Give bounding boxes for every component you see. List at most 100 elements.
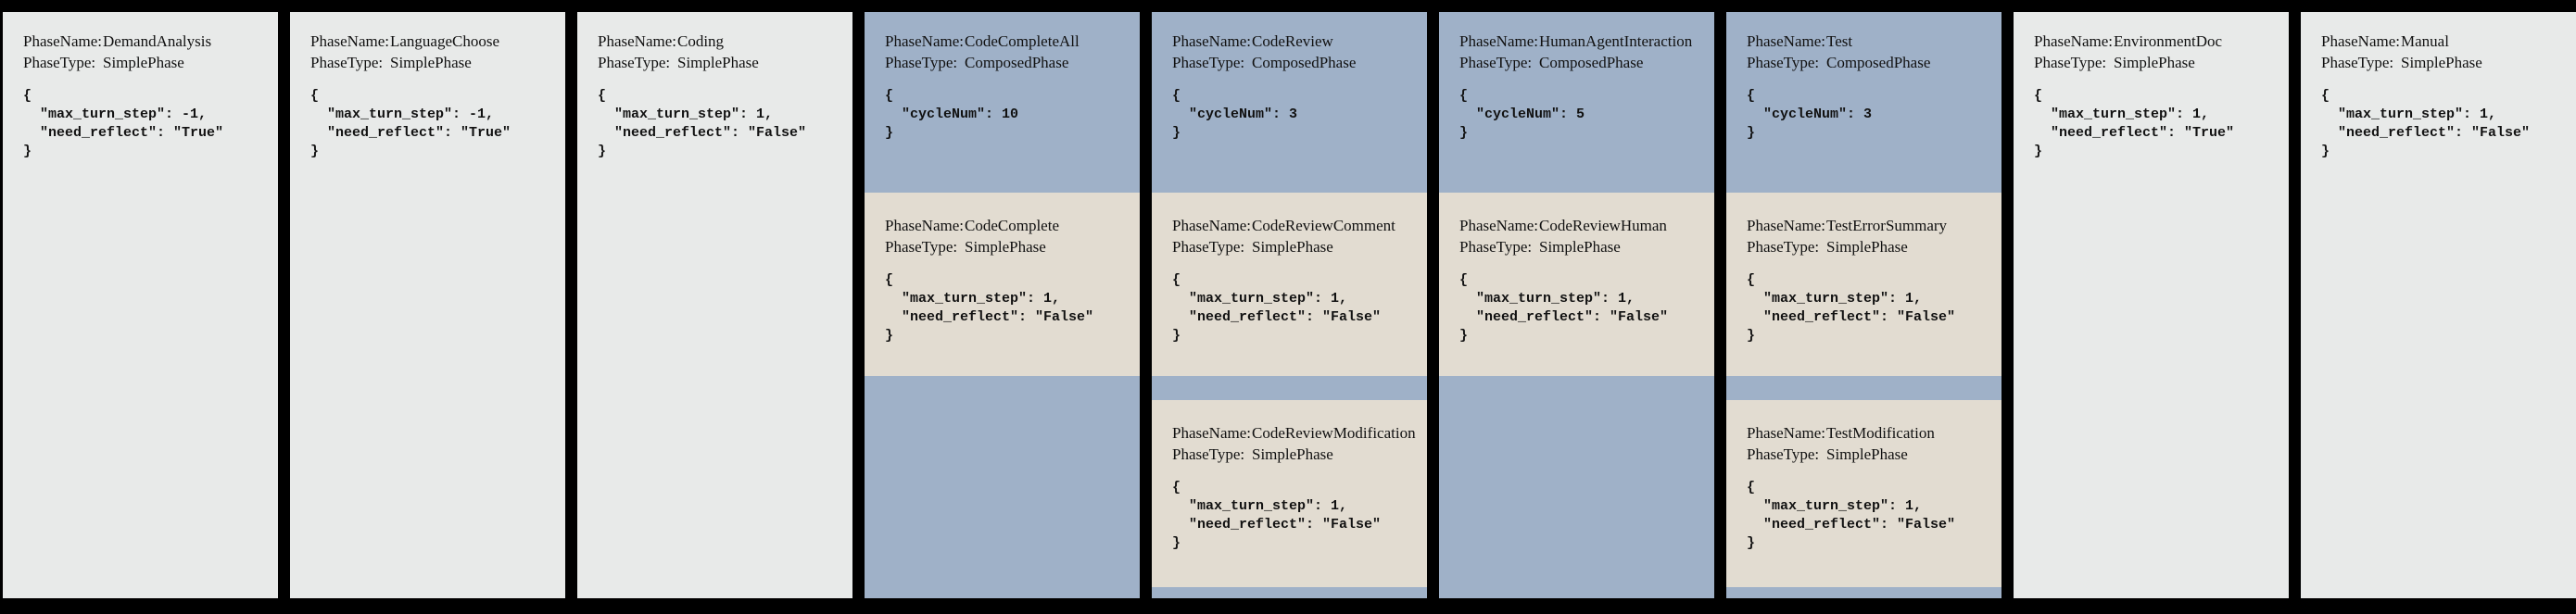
phase-config-json: { "max_turn_step": 1, "need_reflect": "F…	[1459, 272, 1669, 344]
phase-name-value: TestErrorSummary	[1826, 217, 1948, 234]
phase-name-value: LanguageChoose	[390, 32, 500, 50]
phase-name-label: PhaseName:	[23, 32, 102, 50]
composed-phase-filler	[1726, 587, 2001, 598]
phase-type-line: PhaseType: SimplePhase	[885, 236, 1127, 257]
phase-name-label: PhaseName:	[1172, 217, 1251, 234]
phase-name-line: PhaseName:Coding	[598, 31, 840, 52]
phase-type-line: PhaseType: SimplePhase	[310, 52, 552, 73]
phase-column-language-choose: PhaseName:LanguageChoose PhaseType: Simpl…	[290, 12, 565, 598]
phase-name-value: EnvironmentDoc	[2114, 32, 2223, 50]
phase-type-label: PhaseType:	[310, 54, 384, 71]
phase-column-coding: PhaseName:Coding PhaseType:SimplePhase {…	[577, 12, 852, 598]
phase-config-json: { "max_turn_step": 1, "need_reflect": "F…	[2321, 88, 2531, 159]
phase-name-label: PhaseName:	[1172, 424, 1251, 442]
phase-type-label: PhaseType:	[1172, 238, 1245, 256]
phase-name-label: PhaseName:	[1459, 217, 1538, 234]
phase-config-json: { "max_turn_step": 1, "need_reflect": "F…	[1747, 480, 1956, 551]
phase-name-value: CodeComplete	[965, 217, 1059, 234]
phase-name-line: PhaseName:HumanAgentInteraction	[1459, 31, 1701, 52]
phase-type-value: SimplePhase	[1252, 238, 1333, 256]
phase-name-label: PhaseName:	[885, 217, 964, 234]
phase-config-json: { "cycleNum": 10 }	[885, 88, 1019, 141]
phase-type-value: SimplePhase	[1539, 238, 1621, 256]
phase-name-value: CodeCompleteAll	[965, 32, 1080, 50]
phase-name-value: CodeReviewHuman	[1539, 217, 1667, 234]
phase-type-value: ComposedPhase	[1539, 54, 1644, 71]
phase-type-line: PhaseType:ComposedPhase	[1747, 52, 1989, 73]
phase-name-line: PhaseName:CodeReviewModification	[1172, 422, 1416, 444]
phase-name-value: Manual	[2401, 32, 2449, 50]
composed-phase-divider	[1152, 376, 1427, 400]
phase-type-label: PhaseType:	[2321, 54, 2394, 71]
phase-card-test-error-summary: PhaseName:TestErrorSummary PhaseType:Sim…	[1726, 193, 2001, 376]
phase-name-line: PhaseName:LanguageChoose	[310, 31, 552, 52]
phase-name-label: PhaseName:	[1747, 32, 1825, 50]
phase-type-value: SimplePhase	[1826, 445, 1908, 463]
phase-name-value: TestModification	[1826, 424, 1935, 442]
phase-name-label: PhaseName:	[2321, 32, 2400, 50]
phase-config-json: { "cycleNum": 3 }	[1747, 88, 1873, 141]
phase-card-test: PhaseName:Test PhaseType:ComposedPhase {…	[1726, 12, 2001, 193]
phase-name-line: PhaseName:Manual	[2321, 31, 2563, 52]
phase-type-value: SimplePhase	[390, 54, 472, 71]
phase-type-line: PhaseType:SimplePhase	[1172, 444, 1414, 465]
phase-type-value: SimplePhase	[2114, 54, 2195, 71]
composed-phase-filler	[865, 376, 1140, 598]
phase-config-json: { "cycleNum": 3 }	[1172, 88, 1298, 141]
phase-type-label: PhaseType:	[1747, 238, 1820, 256]
phase-name-line: PhaseName:CodeCompleteAll	[885, 31, 1127, 52]
phase-type-line: PhaseType: SimplePhase	[1747, 444, 1989, 465]
phase-type-line: PhaseType:SimplePhase	[598, 52, 840, 73]
phase-type-line: PhaseType:ComposedPhase	[1459, 52, 1701, 73]
phase-config-json: { "cycleNum": 5 }	[1459, 88, 1585, 141]
phase-name-label: PhaseName:	[310, 32, 389, 50]
phase-card-code-review-human: PhaseName:CodeReviewHuman PhaseType: Simp…	[1439, 193, 1714, 376]
phase-type-line: PhaseType: SimplePhase	[1459, 236, 1701, 257]
phase-config-json: { "max_turn_step": 1, "need_reflect": "F…	[1747, 272, 1956, 344]
phase-column-test: PhaseName:Test PhaseType:ComposedPhase {…	[1726, 12, 2001, 598]
phase-card-code-review-comment: PhaseName:CodeReviewComment PhaseType: Si…	[1152, 193, 1427, 376]
phase-name-label: PhaseName:	[1459, 32, 1538, 50]
phase-name-label: PhaseName:	[1747, 424, 1825, 442]
phase-config-json: { "max_turn_step": 1, "need_reflect": "T…	[2034, 88, 2235, 159]
phase-type-line: PhaseType:ComposedPhase	[885, 52, 1127, 73]
phase-name-value: Test	[1826, 32, 1853, 50]
phase-type-label: PhaseType:	[1747, 445, 1820, 463]
phase-column-code-review: PhaseName:CodeReview PhaseType:ComposedP…	[1152, 12, 1427, 598]
phase-card-manual: PhaseName:Manual PhaseType:SimplePhase {…	[2301, 12, 2576, 161]
phase-config-json: { "max_turn_step": 1, "need_reflect": "F…	[1172, 480, 1382, 551]
composed-phase-filler	[1439, 376, 1714, 598]
phase-column-code-complete-all: PhaseName:CodeCompleteAll PhaseType:Comp…	[865, 12, 1140, 598]
phase-card-code-review-modification: PhaseName:CodeReviewModification PhaseTy…	[1152, 400, 1427, 587]
phase-card-environment-doc: PhaseName:EnvironmentDoc PhaseType:Simpl…	[2014, 12, 2289, 161]
phase-column-environment-doc: PhaseName:EnvironmentDoc PhaseType:Simpl…	[2014, 12, 2289, 598]
phase-type-label: PhaseType:	[885, 238, 958, 256]
phase-name-value: DemandAnalysis	[103, 32, 212, 50]
phase-card-code-complete-all: PhaseName:CodeCompleteAll PhaseType:Comp…	[865, 12, 1140, 193]
phase-column-human-agent-interaction: PhaseName:HumanAgentInteraction PhaseTyp…	[1439, 12, 1714, 598]
phase-name-line: PhaseName:TestModification	[1747, 422, 1989, 444]
phase-type-line: PhaseType:ComposedPhase	[1172, 52, 1414, 73]
phase-name-label: PhaseName:	[1747, 217, 1825, 234]
phase-card-code-complete: PhaseName:CodeComplete PhaseType: SimpleP…	[865, 193, 1140, 376]
phase-name-value: CodeReviewComment	[1252, 217, 1395, 234]
phase-type-label: PhaseType:	[1459, 238, 1533, 256]
phase-config-json: { "max_turn_step": 1, "need_reflect": "F…	[598, 88, 807, 159]
phase-name-line: PhaseName:CodeReviewComment	[1172, 215, 1414, 236]
phase-name-label: PhaseName:	[2034, 32, 2113, 50]
phase-type-label: PhaseType:	[1747, 54, 1820, 71]
phase-name-value: Coding	[677, 32, 725, 50]
phase-card-coding: PhaseName:Coding PhaseType:SimplePhase {…	[577, 12, 852, 161]
phase-type-value: SimplePhase	[965, 238, 1046, 256]
phase-name-line: PhaseName:CodeReviewHuman	[1459, 215, 1701, 236]
phase-card-demand-analysis: PhaseName:DemandAnalysis PhaseType:Simpl…	[3, 12, 278, 161]
phase-type-value: SimplePhase	[677, 54, 759, 71]
phase-name-line: PhaseName:EnvironmentDoc	[2034, 31, 2276, 52]
phase-config-json: { "max_turn_step": 1, "need_reflect": "F…	[1172, 272, 1382, 344]
phase-card-language-choose: PhaseName:LanguageChoose PhaseType: Simpl…	[290, 12, 565, 161]
phase-type-line: PhaseType:SimplePhase	[2321, 52, 2563, 73]
phase-column-demand-analysis: PhaseName:DemandAnalysis PhaseType:Simpl…	[3, 12, 278, 598]
phase-type-line: PhaseType:SimplePhase	[23, 52, 265, 73]
phase-name-line: PhaseName:Test	[1747, 31, 1989, 52]
phase-name-value: HumanAgentInteraction	[1539, 32, 1693, 50]
